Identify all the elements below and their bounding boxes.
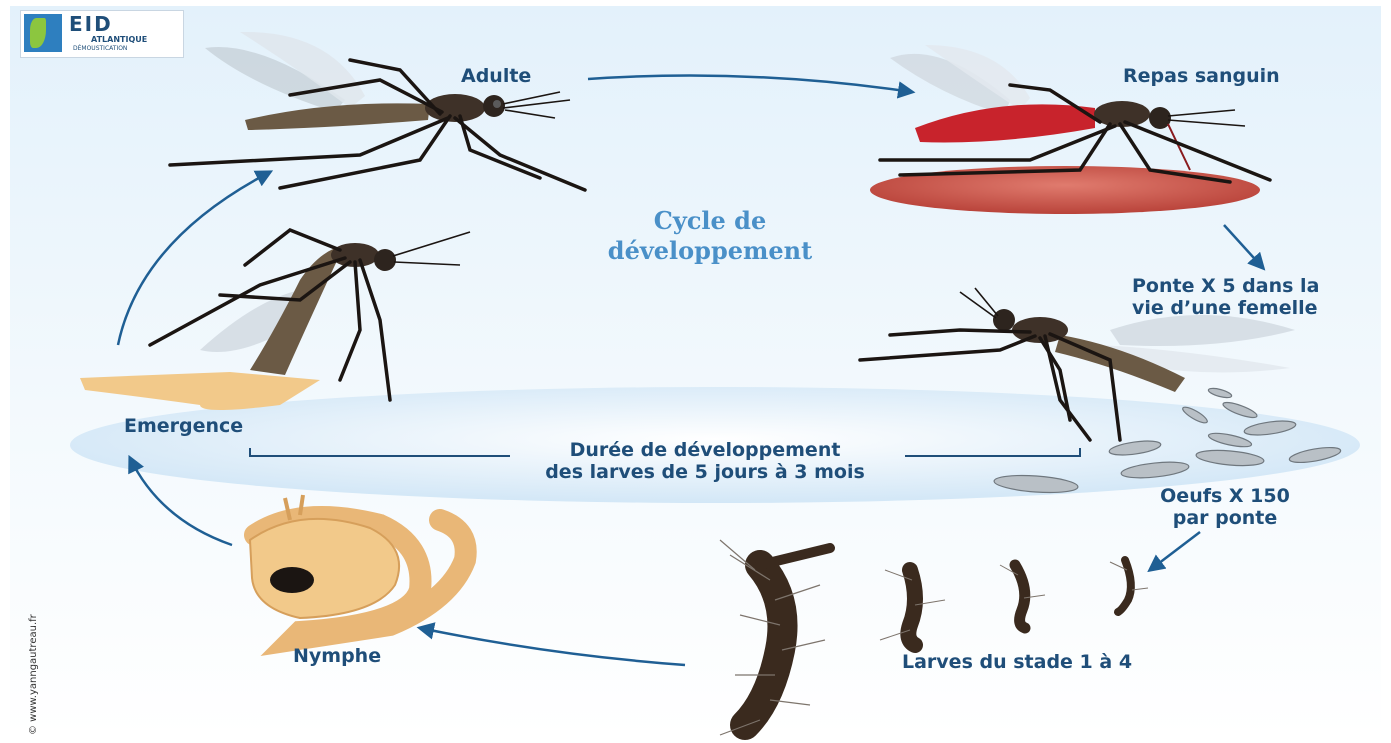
label-adult: Adulte [461, 66, 531, 88]
duration-text: Durée de développement des larves de 5 j… [505, 440, 905, 484]
logo-sub: ATLANTIQUE [91, 35, 147, 44]
label-laying-line-2: vie d’une femelle [1132, 298, 1319, 320]
logo-map-icon [24, 14, 62, 52]
diagram-title: Cycle de développement [560, 206, 860, 266]
eid-atlantique-logo: EID ATLANTIQUE DÉMOUSTICATION [20, 10, 184, 58]
label-eggs-line-2: par ponte [1155, 508, 1295, 530]
label-pupa: Nymphe [293, 646, 381, 668]
label-eggs-line-1: Oeufs X 150 [1155, 486, 1295, 508]
duration-line-1: Durée de développement [505, 440, 905, 462]
label-laying: Ponte X 5 dans la vie d’une femelle [1132, 276, 1319, 320]
credit-text: © www.yanngautreau.fr [28, 614, 39, 735]
logo-name: EID [69, 12, 113, 36]
label-blood-meal: Repas sanguin [1123, 66, 1280, 88]
label-larvae: Larves du stade 1 à 4 [902, 652, 1132, 674]
label-emergence: Emergence [124, 416, 243, 438]
title-line-2: développement [560, 236, 860, 266]
logo-tagline: DÉMOUSTICATION [73, 45, 127, 52]
title-line-1: Cycle de [560, 206, 860, 236]
label-laying-line-1: Ponte X 5 dans la [1132, 276, 1319, 298]
duration-line-2: des larves de 5 jours à 3 mois [505, 462, 905, 484]
label-eggs: Oeufs X 150 par ponte [1155, 486, 1295, 530]
